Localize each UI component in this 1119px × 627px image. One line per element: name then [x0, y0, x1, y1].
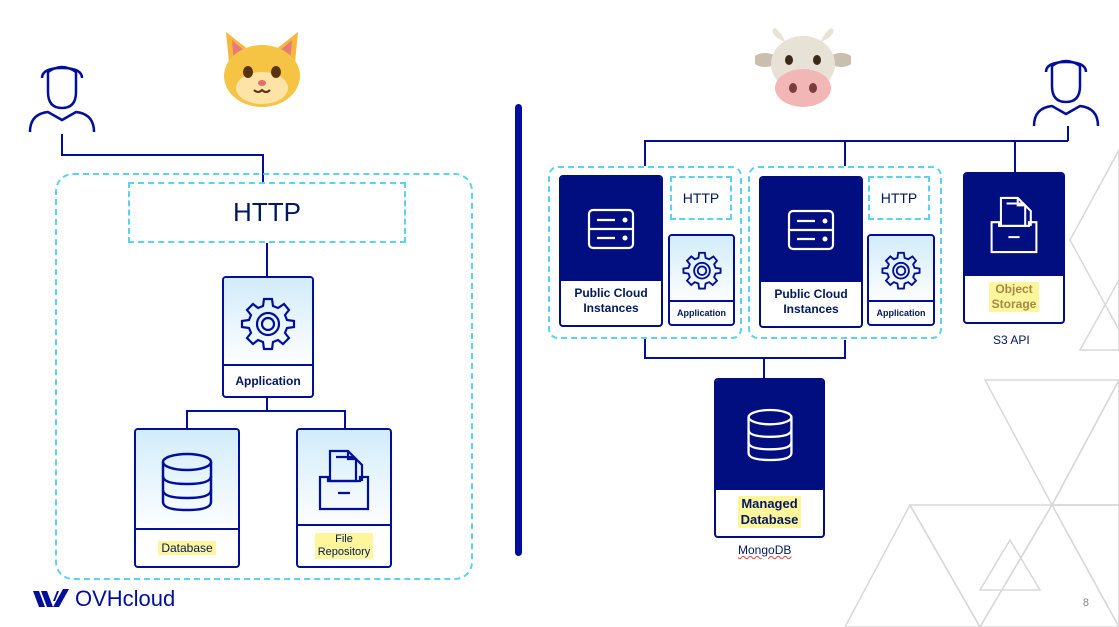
cow-face-icon [755, 28, 851, 107]
vertical-divider [515, 104, 522, 556]
application-card-instance-2: Application [867, 234, 935, 326]
public-cloud-instances-label-1: Public Cloud Instances [574, 286, 648, 315]
application-label: Application [235, 374, 301, 388]
file-cabinet-icon [990, 196, 1038, 254]
cat-face-icon [224, 32, 300, 107]
file-repository-label: File Repository [314, 533, 374, 559]
user-icon-right [1032, 59, 1100, 127]
object-storage-label: Object Storage [988, 282, 1040, 312]
file-repository-card-left: File Repository [296, 428, 392, 568]
file-cabinet-icon [318, 449, 370, 511]
managed-database-label: Managed Database [737, 496, 802, 528]
application-label-instance-1: Application [677, 308, 726, 318]
managed-database-card: Managed Database [714, 378, 825, 538]
http-label-instance-2: HTTP [880, 190, 918, 206]
page-number: 8 [1082, 597, 1089, 609]
database-label: Database [158, 541, 216, 555]
http-layer-instance-2: HTTP [868, 176, 930, 220]
mongodb-label: MongoDB [738, 543, 792, 557]
http-label-instance-1: HTTP [682, 190, 720, 206]
http-layer-left: HTTP [128, 182, 406, 243]
application-card-instance-1: Application [668, 234, 735, 326]
user-icon-left [28, 65, 96, 133]
server-icon [587, 208, 635, 250]
brand-name: OVHcloud [75, 586, 176, 611]
http-label: HTTP [233, 197, 301, 227]
application-label-instance-2: Application [876, 308, 926, 318]
gear-icon [240, 297, 296, 351]
ovhcloud-logo: OVHcloud [33, 586, 175, 612]
public-cloud-instance-card-1: Public Cloud Instances [559, 175, 663, 327]
server-icon [787, 209, 835, 251]
object-storage-card: Object Storage [963, 172, 1065, 324]
public-cloud-instances-label-2: Public Cloud Instances [774, 287, 848, 316]
database-icon [161, 452, 213, 512]
instance-group-1 [548, 166, 742, 339]
database-card-left: Database [134, 428, 240, 568]
http-layer-instance-1: HTTP [670, 176, 732, 220]
public-cloud-instance-card-2: Public Cloud Instances [759, 176, 863, 328]
application-card-left: Application [222, 276, 314, 398]
gear-icon [881, 251, 921, 290]
database-icon [746, 408, 793, 462]
instance-group-2 [748, 166, 942, 339]
gear-icon [682, 251, 721, 290]
left-architecture-boundary [55, 173, 473, 580]
ovhcloud-logo-icon [33, 589, 69, 607]
s3-api-label: S3 API [993, 333, 1030, 347]
